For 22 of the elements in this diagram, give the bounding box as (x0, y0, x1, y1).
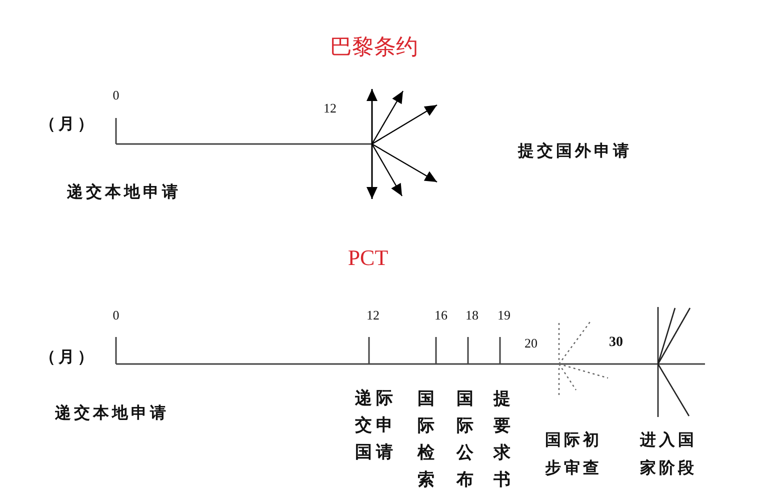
tick-label: 0 (112, 308, 120, 322)
unit-label: （月） (40, 114, 96, 134)
tick-label: 18 (466, 308, 478, 322)
tick-label: 20 (524, 336, 538, 350)
unit-label: （月） (40, 347, 96, 367)
event-label: 国际公布 (456, 388, 474, 492)
panel-title: 巴黎条约 (330, 34, 418, 60)
event-label: 提要求书 (492, 388, 512, 492)
event-label: 递交本地申请 (67, 182, 181, 202)
event-label: 递交国际申请 (354, 388, 394, 464)
tick-label: 19 (498, 308, 510, 322)
event-label: 递交本地申请 (55, 403, 169, 423)
tick-label: 0 (112, 88, 120, 102)
tick-label: 12 (366, 308, 380, 322)
event-label: 国际初步审查 (545, 429, 603, 479)
tick-label: 30 (609, 335, 623, 351)
panel-title: PCT (348, 245, 388, 271)
event-label: 进入国家阶段 (640, 429, 698, 479)
tick-label: 16 (434, 308, 448, 322)
event-label: 国际检索 (416, 388, 436, 492)
event-label: 提交国外申请 (518, 141, 632, 161)
tick-label: 12 (324, 100, 336, 116)
